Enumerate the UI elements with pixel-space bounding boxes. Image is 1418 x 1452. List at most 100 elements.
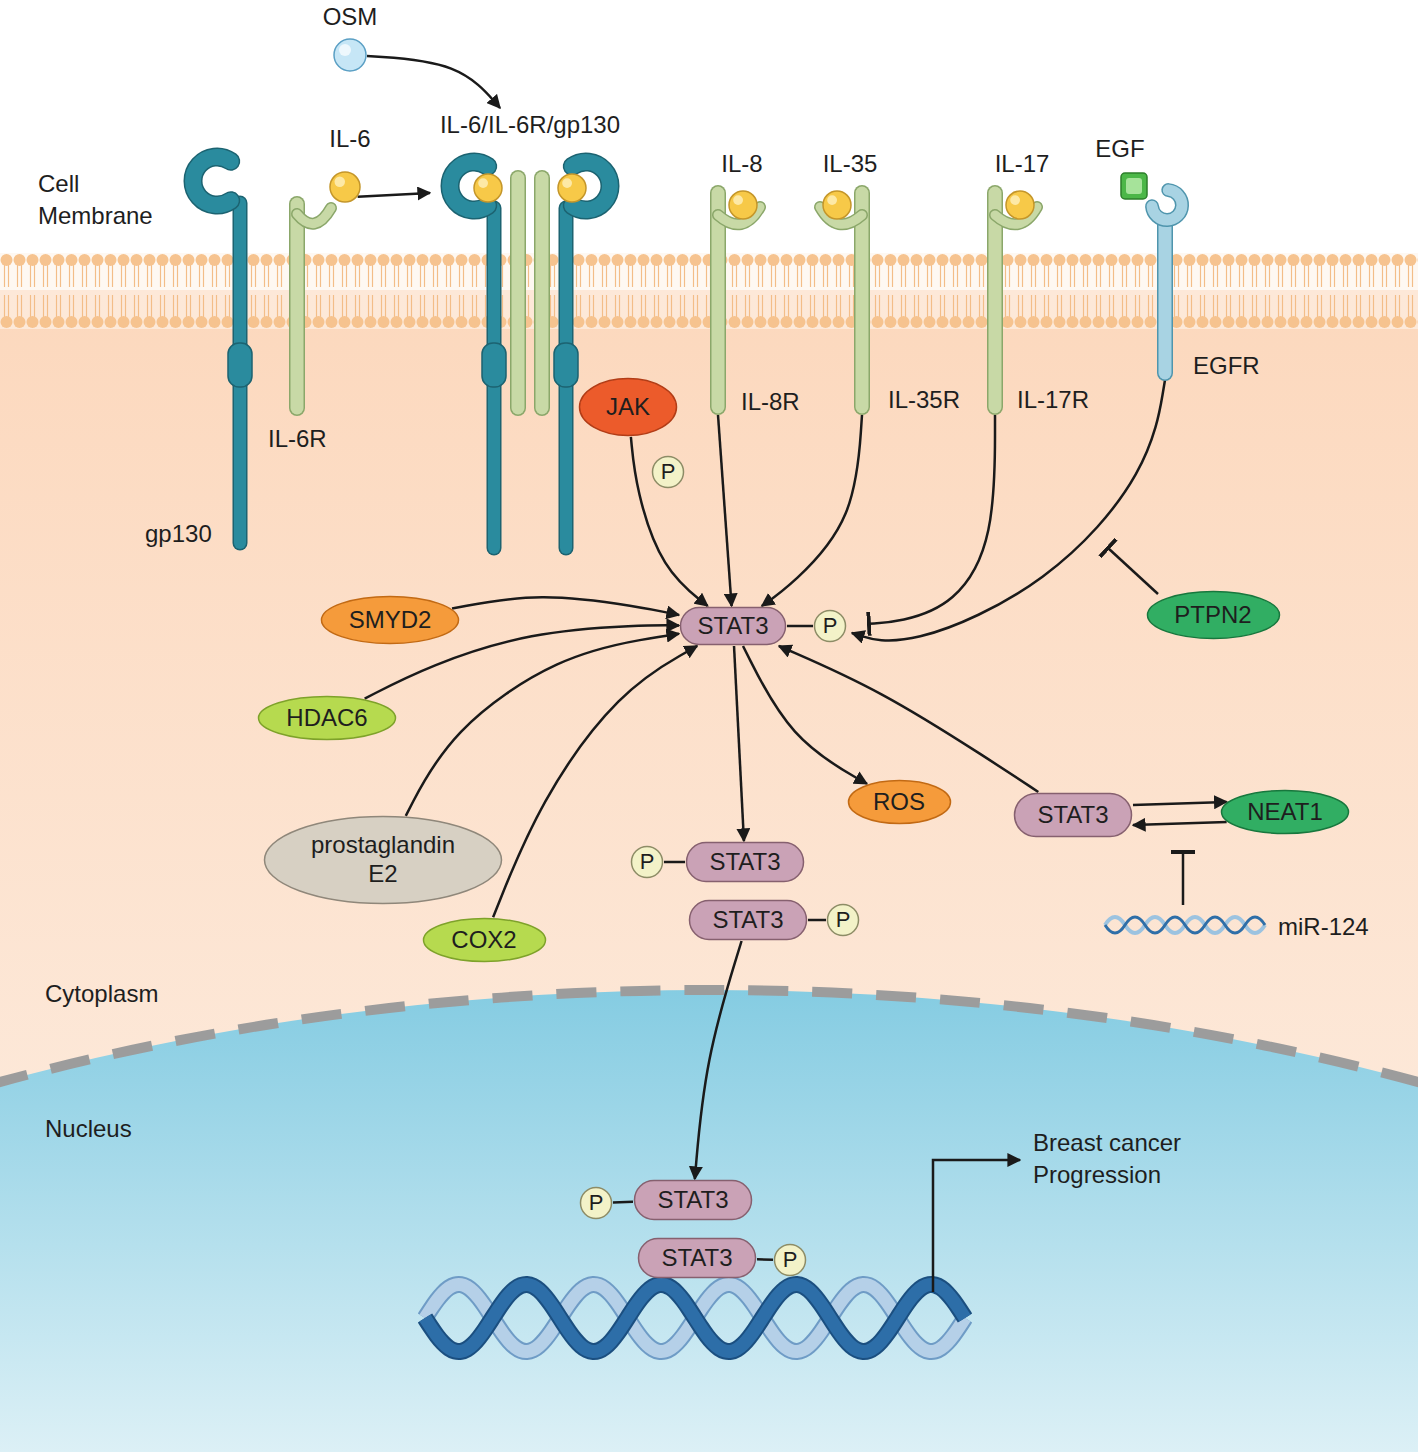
ligand-highlight — [1010, 195, 1020, 205]
node-label: IL-35R — [888, 386, 960, 415]
node-label: IL-8 — [721, 150, 762, 179]
ligand-highlight — [335, 177, 346, 188]
ligand-circle — [1006, 191, 1034, 219]
connector — [493, 646, 697, 917]
regulator-ellipse: SMYD2 — [320, 595, 460, 645]
connector — [452, 597, 679, 615]
ligand-highlight — [733, 195, 743, 205]
pill-outline — [687, 843, 804, 882]
ellipse-outline — [815, 611, 846, 642]
pill-outline — [1015, 794, 1132, 837]
protein-pill: STAT3 — [685, 841, 805, 883]
egf-highlight — [1126, 178, 1142, 194]
transmembrane-knob — [482, 343, 506, 387]
node-shape — [333, 38, 367, 72]
connector — [757, 1258, 773, 1261]
ellipse-outline — [259, 697, 396, 740]
connector — [852, 380, 1165, 640]
node-label: JAK — [606, 393, 650, 422]
inhibition-line — [1182, 852, 1185, 905]
il6r-stem — [510, 178, 526, 408]
node-shape — [844, 185, 880, 415]
connector — [718, 415, 732, 606]
node-shape — [977, 185, 1013, 415]
node-shape — [700, 185, 736, 415]
connector — [695, 941, 742, 1179]
phosphate-circle: P — [773, 1243, 807, 1277]
gp130-crescent — [450, 162, 488, 210]
node-label: OSM — [323, 3, 378, 32]
connector — [743, 646, 867, 784]
ellipse-outline — [580, 379, 677, 436]
node-label: STAT3 — [1037, 801, 1108, 830]
node-label: gp130 — [145, 520, 212, 549]
ellipse-outline — [1147, 592, 1279, 639]
region-label: miR-124 — [1278, 911, 1369, 943]
protein-pill: STAT3 — [1013, 792, 1133, 838]
node-label: P — [661, 459, 676, 485]
node-shape — [430, 108, 630, 555]
phosphate-circle: P — [579, 1186, 613, 1220]
node-label: SMYD2 — [349, 606, 432, 635]
receptor: IL-35IL-35R — [844, 185, 880, 415]
node-label: P — [823, 613, 838, 639]
regulator-ellipse: prostaglandin E2 — [263, 815, 503, 905]
node-label: STAT3 — [657, 1186, 728, 1215]
ligand-circle — [334, 39, 366, 71]
ligand-circle: OSM — [333, 38, 367, 72]
protein-pill: STAT3 — [637, 1237, 757, 1279]
node-label: IL-17R — [1017, 386, 1089, 415]
node-label: EGF — [1095, 135, 1144, 164]
ligand-highlight — [339, 44, 351, 56]
il6r-stem — [536, 178, 549, 408]
ellipse-outline — [632, 847, 663, 878]
phosphate-circle: P — [630, 845, 664, 879]
node-label: P — [640, 849, 655, 875]
pill-outline — [635, 1181, 752, 1220]
node-shape — [329, 171, 361, 203]
node-label: P — [589, 1190, 604, 1216]
membrane-ground — [0, 253, 1418, 329]
node-label: NEAT1 — [1247, 798, 1323, 827]
gp130-crescent — [193, 157, 231, 205]
node-label: IL-6R — [268, 425, 327, 454]
protein-pill: STAT3 — [688, 899, 808, 941]
ellipse-outline — [322, 597, 459, 644]
il6r-stem — [289, 204, 305, 408]
ellipse-outline — [423, 919, 545, 962]
protein-pill: STAT3 — [679, 606, 787, 646]
egfr-cup — [1152, 190, 1182, 220]
connector — [779, 646, 1038, 792]
ellipse-outline — [775, 1245, 806, 1276]
il6r-stem — [512, 178, 525, 408]
node-label: P — [783, 1247, 798, 1273]
il6r-stem — [291, 204, 304, 408]
node-label: P — [836, 907, 851, 933]
egfr-stem — [1157, 221, 1173, 373]
il6r-stem — [534, 178, 550, 408]
ellipse-outline — [828, 905, 859, 936]
receptor: gp130 — [185, 145, 260, 550]
node-label: IL-17 — [995, 150, 1050, 179]
ligand-highlight — [562, 178, 572, 188]
node-label: PTPN2 — [1174, 601, 1251, 630]
egfr-stem — [1159, 221, 1172, 373]
node-label: EGFR — [1193, 352, 1260, 381]
node-label: IL-6/IL-6R/gp130 — [440, 111, 620, 140]
connector — [631, 437, 708, 606]
regulator-ellipse: COX2 — [422, 917, 547, 963]
connector — [787, 625, 813, 628]
kinase-ellipse: JAK — [578, 377, 678, 437]
connector — [869, 415, 995, 624]
inhibition-line — [1108, 548, 1158, 594]
product-ellipse: ROS — [847, 779, 952, 825]
region-label: Breast cancer Progression — [1033, 1127, 1218, 1191]
connector — [1133, 802, 1227, 805]
ligand-circle — [729, 191, 757, 219]
node-shape — [185, 145, 260, 550]
ligand-highlight — [827, 195, 837, 205]
node-label: HDAC6 — [286, 704, 367, 733]
